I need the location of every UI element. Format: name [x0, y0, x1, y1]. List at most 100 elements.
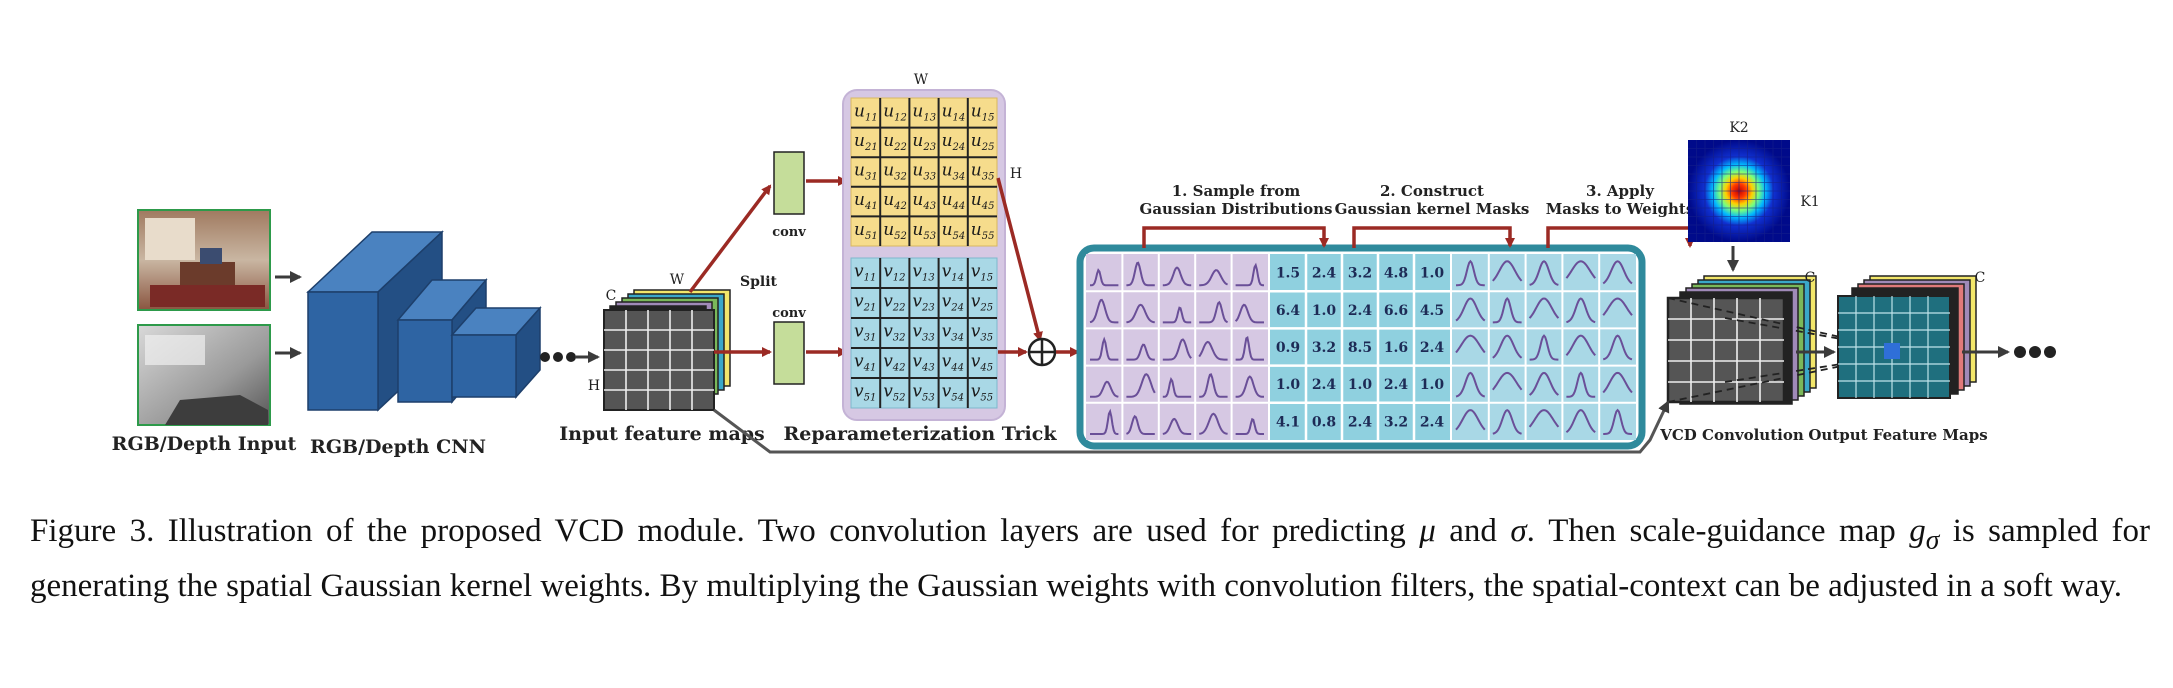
caption-mid: . Then scale-guidance map — [1526, 513, 1910, 549]
rgb-depth-input-label: RGB/Depth Input — [112, 433, 297, 455]
input-feature-maps-label: Input feature maps — [559, 423, 764, 445]
matrix-cell: v32 — [883, 322, 905, 344]
step2-arrow — [1352, 226, 1515, 248]
matrix-cell: v43 — [912, 352, 934, 374]
scale-cell: 1.0 — [1420, 266, 1445, 282]
matrix-cell: u22 — [883, 131, 907, 153]
scale-cell: 2.4 — [1348, 414, 1373, 430]
matrix-cell: v55 — [971, 382, 993, 404]
matrix-cell: u41 — [854, 190, 878, 212]
caption-prefix: Figure 3. Illustration of the proposed V… — [30, 513, 1420, 549]
ellipsis-dots-left — [540, 352, 576, 362]
arrow-split-to-conv-top — [688, 184, 772, 294]
scale-cell: 2.4 — [1384, 377, 1409, 393]
matrix-cell: u21 — [854, 131, 878, 153]
conv-block-top — [773, 151, 805, 215]
vcd-convolution-label: VCD Convolution — [1659, 426, 1804, 444]
matrix-cell: v21 — [854, 292, 876, 314]
matrix-cell: u12 — [883, 101, 907, 123]
conv-top-label: conv — [772, 225, 806, 240]
k1-label: K1 — [1800, 194, 1819, 210]
caption-g: g — [1909, 513, 1926, 549]
depth-image — [137, 324, 271, 426]
scale-cell: 4.5 — [1420, 303, 1444, 319]
scale-cell: 1.5 — [1276, 266, 1300, 282]
matrix-cell: v41 — [854, 352, 876, 374]
matrix-cell: u51 — [854, 220, 878, 242]
skip-path-input-to-vcd — [713, 400, 1670, 454]
caption-and: and — [1435, 513, 1511, 549]
matrix-cell: v45 — [971, 352, 993, 374]
scale-cell: 1.0 — [1276, 377, 1301, 393]
matrix-cell: v53 — [912, 382, 934, 404]
matrix-cell: u53 — [912, 220, 936, 242]
matrix-cell: v42 — [883, 352, 905, 374]
matrix-cell: u43 — [912, 190, 936, 212]
conv-block-bottom — [773, 321, 805, 385]
scale-cell: 1.0 — [1312, 303, 1337, 319]
matrix-cell: u15 — [971, 101, 995, 123]
k2-label: K2 — [1729, 120, 1748, 136]
distribution-grid — [1086, 254, 1268, 440]
output-feature-maps-label: Output Feature Maps — [1808, 426, 1987, 444]
conv-bottom-label: conv — [772, 306, 806, 321]
matrix-cell: v51 — [854, 382, 876, 404]
input-feature-maps — [603, 289, 731, 411]
matrix-cell: v11 — [854, 262, 876, 284]
v-matrix — [850, 257, 998, 409]
distribution-curves — [1086, 254, 1268, 440]
scale-cell: 1.0 — [1420, 377, 1445, 393]
caption-g-sub: σ — [1925, 523, 1940, 555]
matrix-cell: v34 — [942, 322, 964, 344]
matrix-cell: u31 — [854, 161, 878, 183]
matrix-cell: u54 — [942, 220, 966, 242]
reparam-trick-label: Reparameterization Trick — [784, 423, 1058, 445]
matrix-cell: v35 — [971, 322, 993, 344]
scale-cell: 6.6 — [1384, 303, 1408, 319]
ellipsis-dots-right — [2014, 346, 2056, 358]
dim-h-label: H — [588, 378, 600, 394]
step3-line2: Masks to Weights — [1546, 200, 1695, 218]
matrix-cell: v25 — [971, 292, 993, 314]
dim-c-out-label: C — [1975, 270, 1986, 286]
scale-cell: 4.1 — [1276, 414, 1300, 430]
scale-cell: 0.8 — [1312, 414, 1336, 430]
dim-h-side-label: H — [1010, 166, 1022, 182]
matrix-cell: u45 — [971, 190, 995, 212]
scale-cell: 3.2 — [1384, 414, 1408, 430]
oplus-icon — [1027, 337, 1057, 367]
rgb-image — [137, 209, 271, 311]
scale-cell: 6.4 — [1276, 303, 1301, 319]
matrix-cell: v22 — [883, 292, 905, 314]
matrix-cell: u24 — [942, 131, 966, 153]
matrix-cell: v13 — [912, 262, 934, 284]
step3-line1: 3. Apply — [1586, 182, 1655, 200]
dim-w-top-label: W — [914, 72, 929, 88]
dim-c-vcd-label: C — [1805, 270, 1816, 286]
step1-line1: 1. Sample from — [1172, 182, 1301, 200]
matrix-cell: u34 — [942, 161, 966, 183]
cnn-blocks — [306, 230, 542, 412]
scale-cell: 2.4 — [1420, 414, 1445, 430]
matrix-cell: v23 — [912, 292, 934, 314]
matrix-cell: v24 — [942, 292, 964, 314]
matrix-cell: u44 — [942, 190, 966, 212]
scale-cell: 3.2 — [1348, 266, 1372, 282]
matrix-cell: u35 — [971, 161, 995, 183]
matrix-cell: u33 — [912, 161, 936, 183]
scale-cell: 2.4 — [1312, 377, 1337, 393]
gaussian-mask-curves — [1452, 254, 1636, 440]
scale-cell: 4.8 — [1384, 266, 1408, 282]
matrix-cell: u11 — [854, 101, 878, 123]
vcd-diagram: RGB/Depth Input RGB/Depth CNN — [112, 72, 2056, 458]
matrix-cell: u55 — [971, 220, 995, 242]
split-label: Split — [740, 274, 778, 290]
scale-cell: 0.9 — [1276, 340, 1300, 356]
matrix-cell: u14 — [942, 101, 966, 123]
matrix-cell: v54 — [942, 382, 964, 404]
matrix-cell: v52 — [883, 382, 905, 404]
matrix-cell: u23 — [912, 131, 936, 153]
matrix-cell: u25 — [971, 131, 995, 153]
